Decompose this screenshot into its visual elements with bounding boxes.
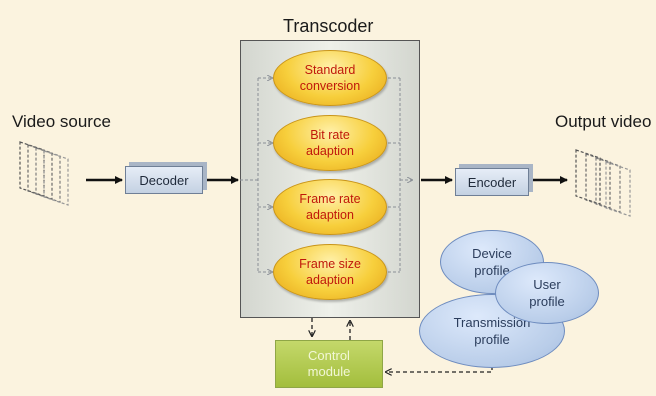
standard-conversion-node: Standard conversion — [273, 50, 387, 106]
internal-routing — [240, 78, 412, 272]
node-label-line2: adaption — [306, 273, 354, 287]
control-module-box: Control module — [275, 340, 383, 388]
decoder-box: Decoder — [125, 166, 203, 194]
user-profile-node: User profile — [495, 262, 599, 324]
node-label-line1: Standard — [304, 63, 356, 77]
device-profile-line2: profile — [474, 263, 510, 278]
node-label-line2: adaption — [306, 208, 354, 222]
video-source-label: Video source — [12, 112, 111, 131]
profiles-to-control-arrow — [386, 366, 493, 372]
node-label-line2: adaption — [306, 144, 354, 158]
transcoder-title: Transcoder — [283, 16, 374, 36]
node-label-line1: Frame size — [299, 257, 361, 271]
node-label-line1: Frame rate — [299, 192, 361, 206]
bit-rate-adaption-node: Bit rate adaption — [273, 115, 387, 171]
output-video-label: Output video — [555, 112, 652, 131]
node-label-line2: conversion — [299, 79, 361, 93]
encoder-box: Encoder — [455, 168, 529, 196]
user-profile-line1: User — [533, 277, 561, 292]
video-source-icon — [19, 141, 69, 206]
decoder-label: Decoder — [139, 172, 189, 188]
frame-size-adaption-node: Frame size adaption — [273, 244, 387, 300]
encoder-label: Encoder — [467, 174, 517, 190]
node-label-line1: Bit rate — [310, 128, 350, 142]
user-profile-line2: profile — [529, 294, 565, 309]
control-module-line2: module — [307, 364, 351, 379]
transmission-profile-line1: Transmission — [453, 315, 531, 330]
output-video-icon — [575, 149, 631, 217]
transmission-profile-line2: profile — [474, 332, 510, 347]
control-module-line1: Control — [308, 348, 350, 363]
frame-rate-adaption-node: Frame rate adaption — [273, 179, 387, 235]
device-profile-line1: Device — [472, 246, 512, 261]
